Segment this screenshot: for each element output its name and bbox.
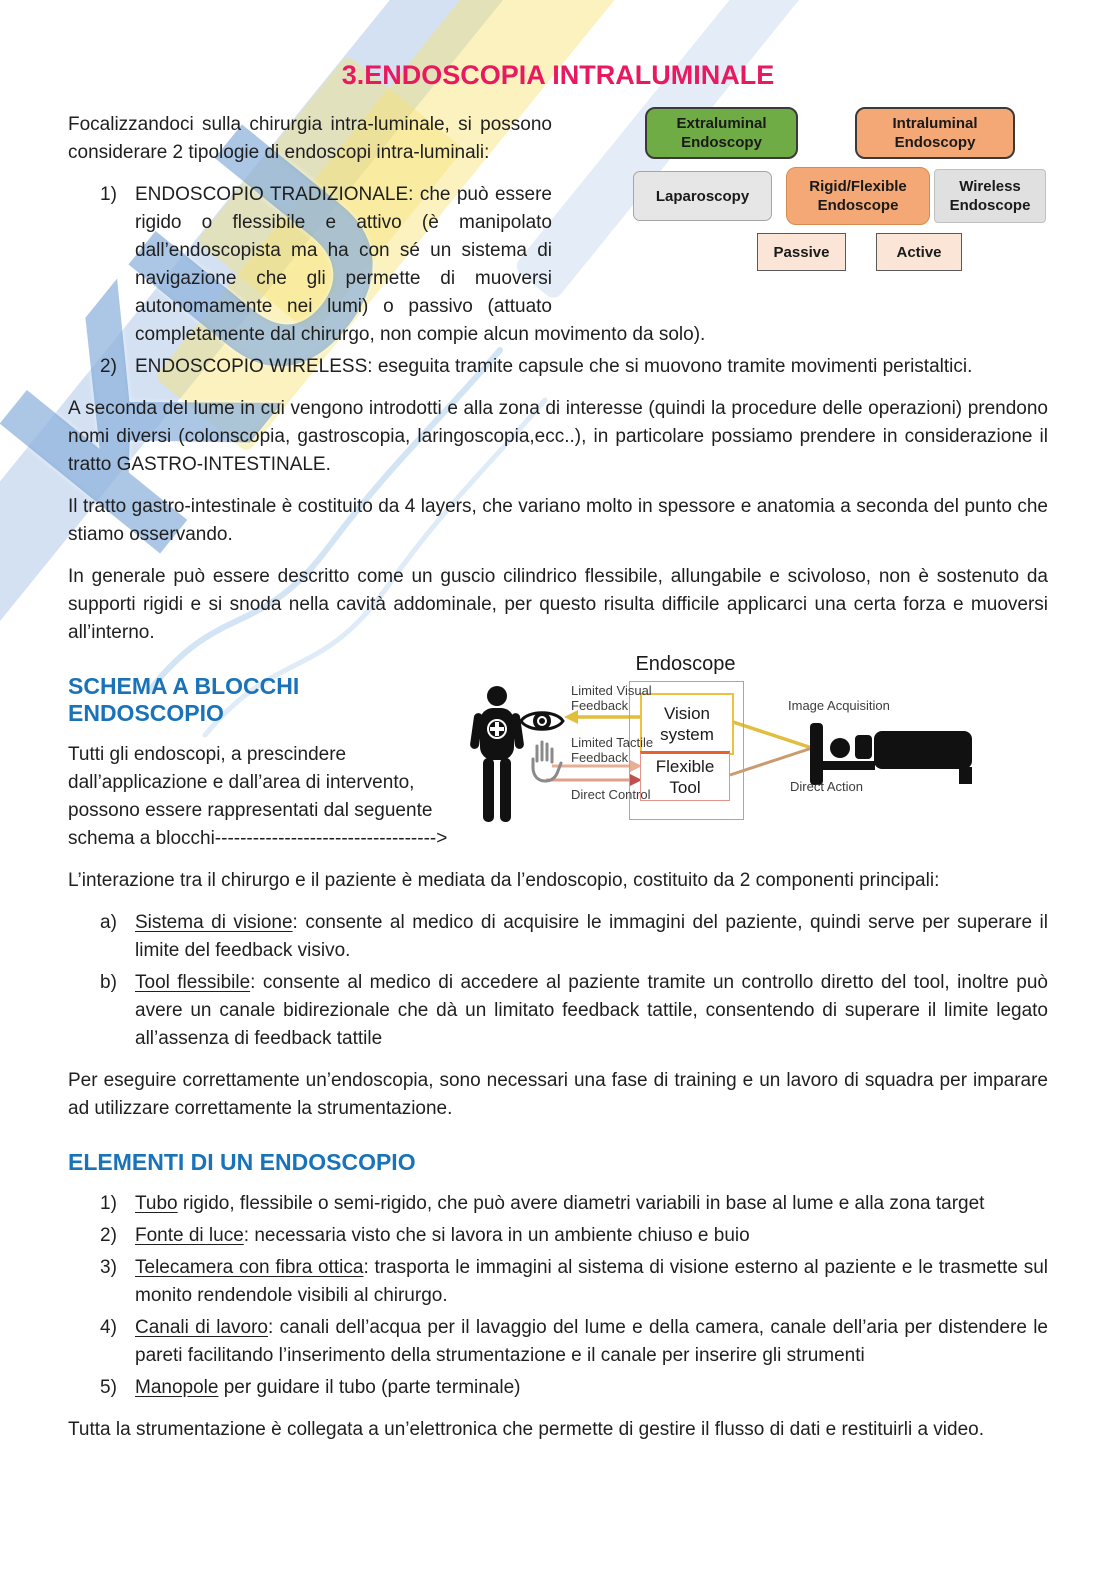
list-marker: 1) bbox=[100, 184, 117, 205]
list-term: Canali di lavoro bbox=[135, 1317, 268, 1338]
list-marker: 4) bbox=[100, 1317, 117, 1338]
intro-paragraph: Focalizzandoci sulla chirurgia intra-lum… bbox=[68, 114, 552, 163]
list-marker: a) bbox=[100, 912, 117, 933]
page-title: 3.ENDOSCOPIA INTRALUMINALE bbox=[341, 60, 775, 90]
limited-visual-feedback-label: Limited Visual Feedback bbox=[571, 683, 652, 713]
direct-control-label: Direct Control bbox=[571, 787, 651, 802]
elements-list: 1) Tubo rigido, flessibile o semi-rigido… bbox=[68, 1190, 1048, 1402]
training-paragraph: Per eseguire correttamente un’endoscopia… bbox=[68, 1070, 1048, 1119]
list-item-text: rigido, flessibile o semi-rigido, che pu… bbox=[177, 1193, 985, 1214]
list-term: Tubo bbox=[135, 1193, 178, 1214]
paragraph-guscio: In generale può essere descritto come un… bbox=[68, 566, 1048, 643]
list-item: 5) Manopole per guidare il tubo (parte t… bbox=[68, 1374, 1048, 1402]
wireless-endoscope-box: Wireless Endoscope bbox=[934, 169, 1046, 223]
eye-icon bbox=[519, 711, 565, 731]
list-item: b) Tool flessibile: consente al medico d… bbox=[68, 969, 1048, 1053]
intraluminal-endoscopy-box: Intraluminal Endoscopy bbox=[855, 107, 1015, 159]
list-item-text: : trasporta le immagini al sistema di vi… bbox=[135, 1257, 1048, 1306]
limited-tactile-feedback-label: Limited Tactile Feedback bbox=[571, 735, 654, 765]
hand-icon bbox=[531, 740, 563, 783]
rigid-flexible-endoscope-box: Rigid/Flexible Endoscope bbox=[786, 167, 930, 225]
endoscope-outer-box bbox=[629, 681, 744, 820]
list-marker: 3) bbox=[100, 1257, 117, 1278]
schema-intro-paragraph: Tutti gli endoscopi, a prescindere dall’… bbox=[68, 744, 448, 849]
list-term: Manopole bbox=[135, 1377, 219, 1398]
list-item: 4) Canali di lavoro: canali dell’acqua p… bbox=[68, 1314, 1048, 1370]
list-marker: 1) bbox=[100, 1193, 117, 1214]
list-item-text: : consente al medico di acquisire le imm… bbox=[135, 912, 1048, 961]
surgeon-icon bbox=[470, 686, 524, 822]
direct-action-label: Direct Action bbox=[790, 779, 863, 794]
list-item-text: : consente al medico di accedere al pazi… bbox=[135, 972, 1048, 1049]
list-marker: 2) bbox=[100, 1225, 117, 1246]
list-item: 3) Telecamera con fibra ottica: trasport… bbox=[68, 1254, 1048, 1310]
endoscopy-taxonomy-diagram: Extraluminal Endoscopy Intraluminal Endo… bbox=[566, 105, 1048, 289]
active-box: Active bbox=[876, 233, 962, 271]
list-item: 1) ENDOSCOPIO TRADIZIONALE: che può esse… bbox=[68, 181, 1048, 349]
list-term: Tool flessibile bbox=[135, 972, 251, 993]
list-term: Fonte di luce bbox=[135, 1225, 244, 1246]
list-item-text: : canali dell’acqua per il lavaggio del … bbox=[135, 1317, 1048, 1366]
list-item-text: ENDOSCOPIO TRADIZIONALE: che può essere … bbox=[135, 184, 706, 345]
list-term: Sistema di visione bbox=[135, 912, 293, 933]
list-item: 2) Fonte di luce: necessaria visto che s… bbox=[68, 1222, 1048, 1250]
image-acquisition-label: Image Acquisition bbox=[788, 698, 890, 713]
list-item: 1) Tubo rigido, flessibile o semi-rigido… bbox=[68, 1190, 1048, 1218]
section-heading-elementi: ELEMENTI DI UN ENDOSCOPIO bbox=[68, 1149, 416, 1175]
patient-bed-icon bbox=[810, 723, 972, 785]
closing-paragraph: Tutta la strumentazione è collegata a un… bbox=[68, 1419, 984, 1440]
laparoscopy-box: Laparoscopy bbox=[633, 171, 772, 221]
components-list: a) Sistema di visione: consente al medic… bbox=[68, 909, 1048, 1053]
list-item-text: ENDOSCOPIO WIRELESS: eseguita tramite ca… bbox=[135, 356, 973, 377]
extraluminal-endoscopy-box: Extraluminal Endoscopy bbox=[645, 107, 798, 159]
endoscope-types-list: 1) ENDOSCOPIO TRADIZIONALE: che può esse… bbox=[68, 181, 1048, 381]
list-item: a) Sistema di visione: consente al medic… bbox=[68, 909, 1048, 965]
list-item: 2) ENDOSCOPIO WIRELESS: eseguita tramite… bbox=[68, 353, 1048, 381]
endoscope-block-diagram: Endoscope Vision system Flexible Tool Li… bbox=[468, 653, 1048, 831]
page-content: 3.ENDOSCOPIA INTRALUMINALE Extraluminal … bbox=[68, 60, 1048, 1440]
passive-box: Passive bbox=[757, 233, 846, 271]
list-marker: 5) bbox=[100, 1377, 117, 1398]
interaction-paragraph: L’interazione tra il chirurgo e il pazie… bbox=[68, 870, 940, 891]
list-item-text: : necessaria visto che si lavora in un a… bbox=[243, 1225, 750, 1246]
endoscope-label: Endoscope bbox=[635, 653, 736, 675]
flexible-tool-box: Flexible Tool bbox=[640, 751, 730, 801]
list-item-text: per guidare il tubo (parte terminale) bbox=[218, 1377, 521, 1398]
paragraph-gastro-layers: Il tratto gastro-intestinale è costituit… bbox=[68, 496, 1048, 545]
section-heading-schema: SCHEMA A BLOCCHI ENDOSCOPIO bbox=[68, 673, 300, 726]
list-marker: 2) bbox=[100, 356, 117, 377]
list-marker: b) bbox=[100, 972, 117, 993]
list-term: Telecamera con fibra ottica bbox=[135, 1257, 364, 1278]
paragraph-lume: A seconda del lume in cui vengono introd… bbox=[68, 398, 1048, 475]
